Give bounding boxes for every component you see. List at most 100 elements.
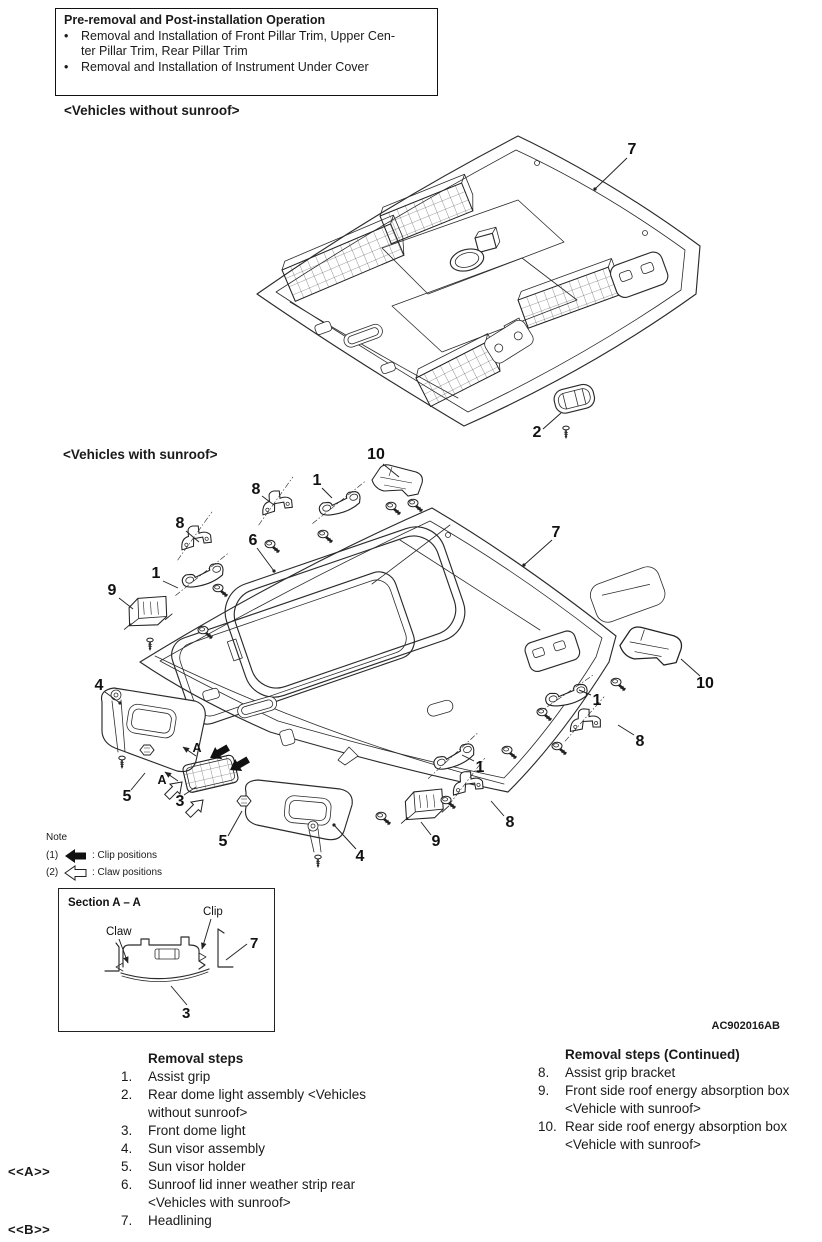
callout-3: 3	[182, 1005, 190, 1022]
list-item: 10. Rear side roof energy absorption box …	[532, 1118, 820, 1154]
rear-energy-absorption-box	[619, 626, 683, 666]
list-item: 6.Sunroof lid inner weather strip rear <…	[100, 1176, 490, 1212]
leader-lines	[104, 463, 701, 850]
note-legend: Note (1) : Clip positions (2) : Claw pos…	[46, 831, 162, 881]
item-text: Rear side roof energy absorption box <Ve…	[565, 1119, 788, 1152]
bullet-text: Removal and Installation of Instrument U…	[81, 60, 369, 74]
note-claw-row: (2) : Claw positions	[46, 864, 162, 881]
list-item: 5. Sun visor holder	[100, 1158, 490, 1176]
item-number: 4.	[121, 1141, 133, 1156]
note-clip-number: (1)	[46, 850, 59, 861]
item-number: 2.	[121, 1087, 133, 1102]
sun-visor-right	[244, 779, 353, 869]
note-claw-text: : Claw positions	[92, 867, 163, 878]
callout-9: 9	[108, 582, 117, 599]
callout-10: 10	[696, 675, 714, 692]
note-heading: Note	[46, 832, 68, 843]
clip-label: Clip	[203, 906, 223, 918]
list-item: 7. Headlining	[100, 1212, 490, 1230]
callout-1: 1	[152, 565, 161, 582]
callout-5: 5	[219, 833, 228, 850]
item-text: Sun visor holder	[148, 1159, 246, 1174]
note-claw-number: (2)	[46, 867, 59, 878]
pre-removal-bullet-2: • Removal and Installation of Instrument…	[64, 60, 429, 75]
callout-8: 8	[636, 733, 645, 750]
callout-10: 10	[367, 446, 385, 463]
callout-7: 7	[552, 524, 561, 541]
item-text: Sun visor assembly	[148, 1141, 266, 1156]
removal-steps-title: Removal steps	[148, 1051, 244, 1066]
list-item: 3. Front dome light	[100, 1122, 490, 1140]
figure-label-sunroof: <Vehicles with sunroof>	[63, 447, 218, 462]
section-cut-label-a: A	[192, 741, 201, 755]
callout-8: 8	[506, 814, 515, 831]
callout-1: 1	[593, 692, 602, 709]
item-number: 3.	[121, 1123, 133, 1138]
callout-4: 4	[95, 677, 104, 694]
note-clip-text: : Clip positions	[92, 850, 158, 861]
section-a-a-box: Section A – A Claw Clip 7 3	[58, 888, 275, 1032]
section-title: Section A – A	[68, 897, 141, 909]
headlining-diagram-sunroof: 10 8 1 8 6 7 1 9 4 A A 5 3 5 4 10 1 8 1 …	[95, 446, 714, 869]
item-text: Assist grip bracket	[565, 1065, 676, 1080]
item-text: Headlining	[148, 1213, 212, 1228]
item-text: Assist grip	[148, 1069, 211, 1084]
list-item: 9.Front side roof energy absorption box …	[532, 1082, 820, 1118]
callout-6: 6	[249, 532, 258, 549]
callout-1: 1	[313, 472, 322, 489]
callout-8: 8	[252, 481, 261, 498]
callout-9: 9	[432, 833, 441, 850]
callout-7: 7	[250, 935, 258, 952]
removal-steps-continued-title: Removal steps (Continued)	[565, 1047, 740, 1062]
callout-1: 1	[476, 759, 485, 776]
bullet-text: Removal and Installation of Front Pillar…	[81, 29, 396, 58]
claw-label: Claw	[106, 926, 132, 938]
section-a-a-diagram: Section A – A Claw Clip 7 3	[68, 897, 258, 1022]
callout-8: 8	[176, 515, 185, 532]
item-number: 6.	[121, 1177, 133, 1192]
front-energy-absorption-box	[119, 593, 175, 631]
rear-dome-light-assembly	[553, 383, 596, 440]
roof-rear-details	[427, 566, 666, 717]
callout-3: 3	[176, 793, 185, 810]
headlining-diagram-no-sunroof: 7 2	[256, 135, 701, 441]
pre-removal-bullet-1: • Removal and Installation of Front Pill…	[64, 29, 429, 59]
item-number: 7.	[121, 1213, 133, 1228]
item-number: 10.	[538, 1119, 557, 1134]
rear-energy-absorption-box	[371, 464, 423, 497]
margin-marker-a: <<A>>	[8, 1164, 51, 1179]
claw-position-arrow-icon	[64, 864, 87, 881]
callout-headlining-7: 7	[628, 141, 637, 158]
roof-front-details	[202, 687, 359, 766]
list-item: 2. Rear dome light assembly <Vehicles wit…	[100, 1086, 490, 1122]
item-number: 5.	[121, 1159, 133, 1174]
sunroof-opening	[171, 571, 415, 725]
assist-grip	[167, 552, 236, 597]
screw-icon	[561, 425, 571, 440]
headlining-cross-section	[104, 928, 234, 982]
sunroof-weather-strip	[224, 526, 466, 698]
pre-removal-title: Pre-removal and Post-installation Operat…	[64, 13, 326, 27]
note-clip-row: (1) : Clip positions	[46, 847, 162, 864]
item-number: 1.	[121, 1069, 133, 1084]
roof-center-details	[314, 226, 669, 375]
callout-4: 4	[356, 848, 365, 865]
removal-steps-continued-list: Removal steps (Continued) 8. Assist grip …	[532, 1046, 820, 1154]
item-text: Front dome light	[148, 1123, 246, 1138]
item-number: 9.	[538, 1083, 550, 1098]
item-number: 8.	[538, 1065, 550, 1080]
roof-energy-absorption-grids	[281, 173, 620, 408]
item-text: Rear dome light assembly <Vehicles witho…	[148, 1087, 366, 1120]
list-item: 4. Sun visor assembly	[100, 1140, 490, 1158]
sun-visor-left	[100, 687, 206, 773]
callout-rear-dome-light-2: 2	[533, 424, 542, 441]
removal-steps-list: Removal steps 1. Assist grip 2. Rear dome …	[100, 1050, 490, 1230]
figure-code: AC902016AB	[711, 1020, 780, 1032]
assist-grip-bracket	[165, 511, 225, 561]
list-item: 1. Assist grip	[100, 1068, 490, 1086]
bullet-marker: •	[64, 29, 69, 43]
callout-5: 5	[123, 788, 132, 805]
clip-position-arrow-icon	[65, 848, 86, 863]
margin-marker-b: <<B>>	[8, 1222, 51, 1237]
